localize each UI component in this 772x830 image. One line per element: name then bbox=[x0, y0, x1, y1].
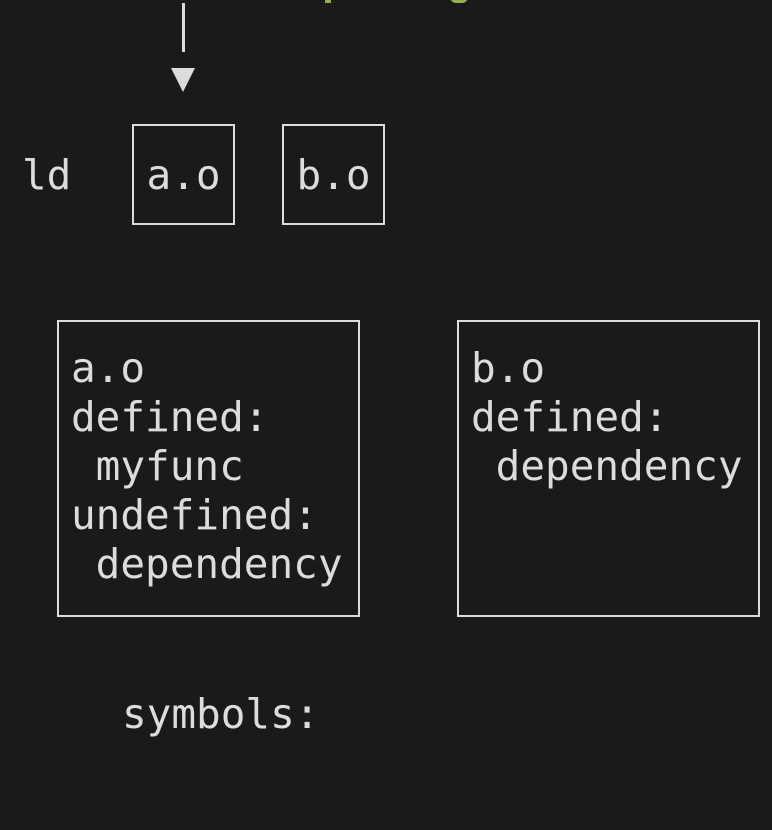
cropped-green-text-fragment bbox=[325, 0, 331, 3]
object-name: b.o bbox=[471, 344, 546, 392]
input-box-a: a.o bbox=[132, 124, 235, 225]
object-box-a: a.o defined: myfunc undefined: dependenc… bbox=[57, 320, 360, 617]
input-label: b.o bbox=[296, 150, 371, 199]
input-label: a.o bbox=[146, 150, 221, 199]
input-box-b: b.o bbox=[282, 124, 385, 225]
linker-label: ld bbox=[22, 151, 72, 199]
symbols-label: symbols: bbox=[122, 690, 320, 738]
object-name: a.o bbox=[71, 344, 146, 392]
symbol-line: undefined: bbox=[71, 491, 318, 539]
arrow-line bbox=[182, 3, 185, 52]
arrow-down-icon bbox=[171, 68, 195, 92]
symbol-line: dependency bbox=[71, 540, 343, 588]
symbol-line: dependency bbox=[471, 442, 743, 490]
cropped-green-text-fragment bbox=[450, 0, 468, 3]
symbol-line: defined: bbox=[471, 393, 669, 441]
symbol-line: myfunc bbox=[71, 442, 244, 490]
symbol-line: defined: bbox=[71, 393, 269, 441]
object-box-b: b.o defined: dependency bbox=[457, 320, 760, 617]
